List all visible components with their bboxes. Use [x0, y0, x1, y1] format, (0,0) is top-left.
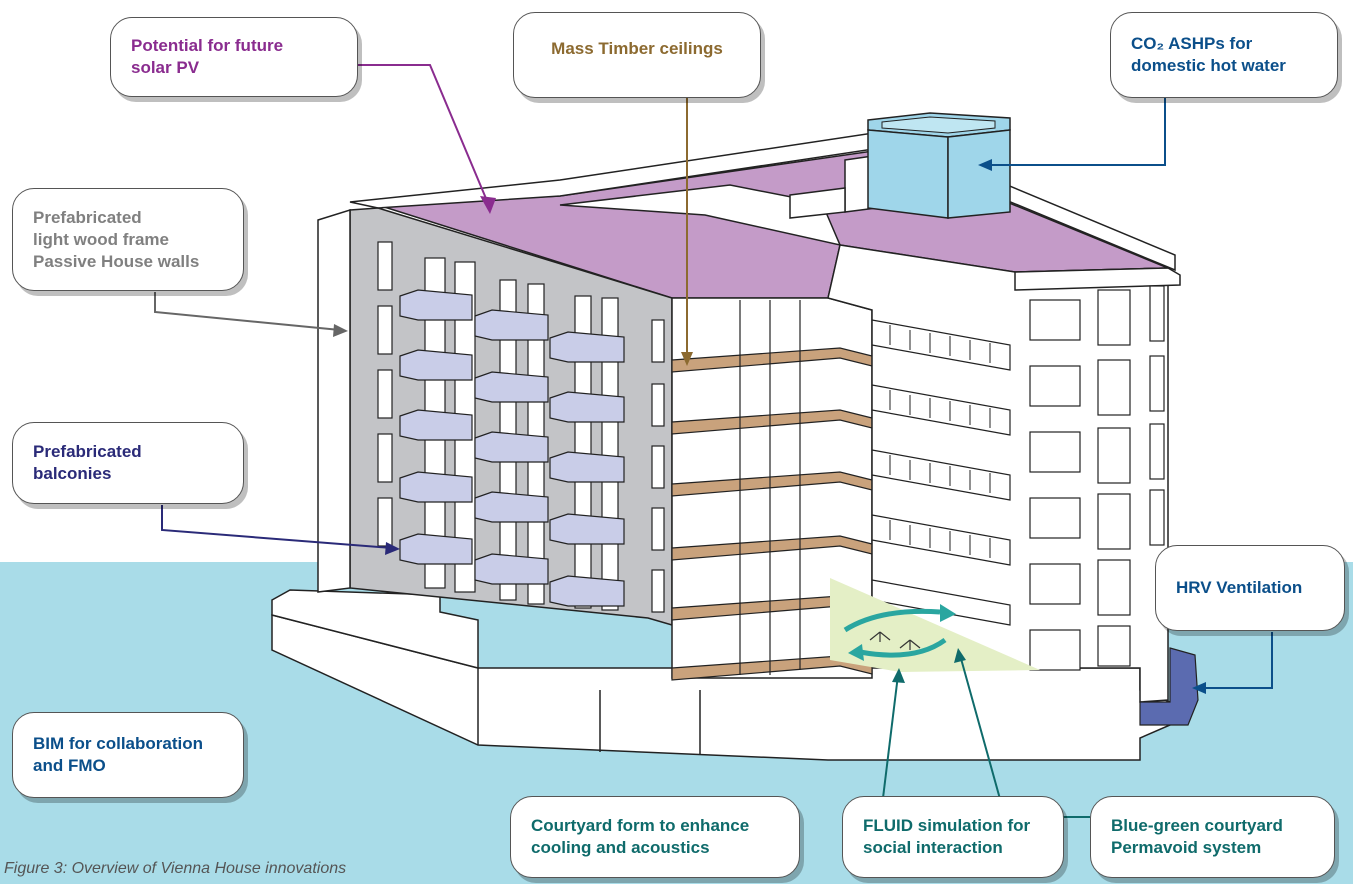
leader-prefab-walls	[154, 292, 341, 331]
leader-solar-pv	[355, 64, 491, 209]
callout-blue-green-text: Blue-green courtyard Permavoid system	[1111, 816, 1283, 857]
callout-bim: BIM for collaboration and FMO	[12, 712, 244, 798]
balconies	[399, 289, 625, 607]
building-base-top	[271, 589, 479, 669]
stair-core-side	[789, 187, 846, 219]
callout-hrv: HRV Ventilation	[1155, 545, 1345, 631]
callout-hrv-text: HRV Ventilation	[1176, 578, 1303, 597]
leader-co2-ashp	[985, 98, 1166, 166]
callout-prefab-balconies: Prefabricated balconies	[12, 422, 244, 504]
callout-courtyard-form: Courtyard form to enhance cooling and ac…	[510, 796, 800, 878]
figure-caption: Figure 3: Overview of Vienna House innov…	[4, 860, 347, 877]
callout-co2-ashp: CO₂ ASHPs for domestic hot water	[1110, 12, 1338, 98]
hrv-unit	[1139, 647, 1199, 726]
leader-arrowheads	[333, 159, 1206, 694]
callout-mass-timber-text: Mass Timber ceilings	[551, 39, 723, 58]
callout-prefab-balconies-text: Prefabricated balconies	[33, 442, 142, 483]
fluid-circulation	[843, 608, 947, 658]
leader-prefab-balconies	[161, 505, 393, 549]
callout-co2-ashp-text: CO₂ ASHPs for domestic hot water	[1131, 34, 1286, 75]
callout-solar-pv-text: Potential for future solar PV	[131, 36, 284, 77]
callout-prefab-walls-text: Prefabricated light wood frame Passive H…	[33, 207, 200, 271]
timber-slabs	[671, 347, 873, 681]
callout-courtyard-form-text: Courtyard form to enhance cooling and ac…	[531, 816, 750, 857]
courtyard-roof-cut	[559, 184, 842, 247]
callout-solar-pv: Potential for future solar PV	[110, 17, 358, 97]
right-wing-windows	[1029, 285, 1165, 671]
courtyard-ground	[830, 578, 1040, 672]
leader-fluid-sim	[882, 674, 899, 799]
callout-bim-text: BIM for collaboration and FMO	[33, 734, 203, 775]
callout-fluid-sim-text: FLUID simulation for social interaction	[863, 816, 1031, 857]
wall-edge	[317, 208, 351, 593]
ashp-unit-front	[867, 129, 949, 219]
right-wing-top	[1014, 267, 1181, 291]
callout-blue-green: Blue-green courtyard Permavoid system	[1090, 796, 1335, 878]
callout-fluid-sim: FLUID simulation for social interaction	[842, 796, 1064, 878]
callout-mass-timber: Mass Timber ceilings	[513, 12, 761, 98]
callout-prefab-walls: Prefabricated light wood frame Passive H…	[12, 188, 244, 291]
courtyard-trees	[869, 631, 921, 650]
ashp-unit-side	[947, 129, 1011, 219]
leader-hrv	[1198, 632, 1273, 689]
courtyard-window-ticks	[889, 325, 991, 558]
